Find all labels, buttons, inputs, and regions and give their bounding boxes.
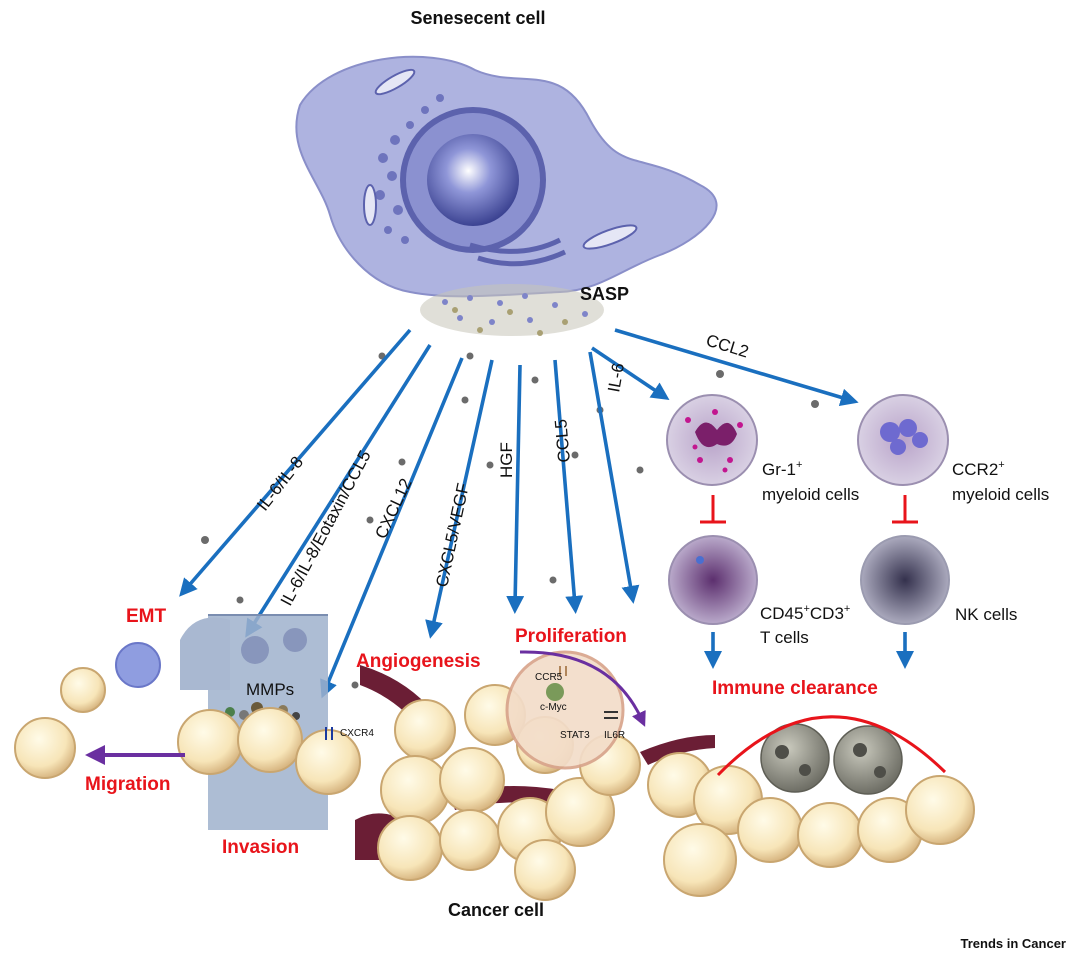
immune-clearance-arc xyxy=(716,715,947,777)
arrow-il6-myeloid xyxy=(590,346,670,401)
outcome-angiogenesis: Angiogenesis xyxy=(356,651,481,672)
cmyc-label: c-Myc xyxy=(540,702,567,713)
gr1-myeloid-cell xyxy=(666,394,758,486)
cleared-cells xyxy=(760,723,903,795)
mmps-label: MMPs xyxy=(246,680,294,699)
factor-arrows xyxy=(179,328,914,699)
ccr5-receptor xyxy=(559,666,567,676)
sasp-label: SASP xyxy=(580,284,629,304)
proliferating-cell xyxy=(505,650,625,770)
arrow-ccl5 xyxy=(553,359,584,614)
factor-label-il6-il8: IL-6/IL-8 xyxy=(253,453,307,515)
proliferation-arrow xyxy=(519,650,646,727)
factor-label-hgf: HGF xyxy=(497,442,516,478)
inhibition-bars xyxy=(700,495,918,524)
ccr2-label: CCR2+ xyxy=(952,459,1005,479)
outcome-migration: Migration xyxy=(85,774,171,795)
gr1-label-sub: myeloid cells xyxy=(762,485,859,504)
outcome-invasion: Invasion xyxy=(222,837,299,858)
outcome-emt: EMT xyxy=(126,606,167,627)
arrow-angiogenesis xyxy=(425,359,494,639)
diagram-title: Senesecent cell xyxy=(410,8,545,28)
factor-label-cxcl12: CXCL12 xyxy=(371,475,415,541)
il6r-label: IL6R xyxy=(604,730,625,741)
arrow-emt xyxy=(179,328,412,597)
cancer-cells xyxy=(14,667,975,901)
cxcr4-label: CXCR4 xyxy=(340,728,374,739)
arrow-hgf xyxy=(506,364,525,614)
ccr5-label: CCR5 xyxy=(535,672,563,683)
cancer-cell-label: Cancer cell xyxy=(448,900,544,920)
ccr2-label-sub: myeloid cells xyxy=(952,485,1049,504)
tcell-label-sub: T cells xyxy=(760,628,809,647)
outcome-immune-clearance: Immune clearance xyxy=(712,678,878,699)
nk-label: NK cells xyxy=(955,605,1017,624)
cxcr4-receptor xyxy=(325,727,333,740)
senescent-cell xyxy=(295,55,718,298)
mitochondria xyxy=(363,68,638,250)
arrow-mmps xyxy=(245,344,432,638)
nk-cell xyxy=(860,535,950,625)
arrow-cxcr4 xyxy=(320,357,464,699)
outcome-proliferation: Proliferation xyxy=(515,626,627,647)
il6r-receptor xyxy=(604,711,618,719)
tcell-label: CD45+CD3+ xyxy=(760,603,850,623)
arrow-il6-prolif xyxy=(588,351,640,604)
ccr2-myeloid-cell xyxy=(857,394,949,486)
arrow-ccl2 xyxy=(614,328,859,407)
factor-label-il6: IL-6 xyxy=(604,362,628,394)
gr1-label: Gr-1+ xyxy=(762,459,802,479)
t-cell xyxy=(668,535,758,625)
emt-cell xyxy=(115,642,161,688)
factor-label-cxcl5-vegf: CXCL5/VEGF xyxy=(432,481,473,588)
journal-label: Trends in Cancer xyxy=(961,936,1066,951)
golgi xyxy=(469,237,567,267)
factor-label-ccl5: CCL5 xyxy=(551,418,574,463)
stat3-label: STAT3 xyxy=(560,730,590,741)
